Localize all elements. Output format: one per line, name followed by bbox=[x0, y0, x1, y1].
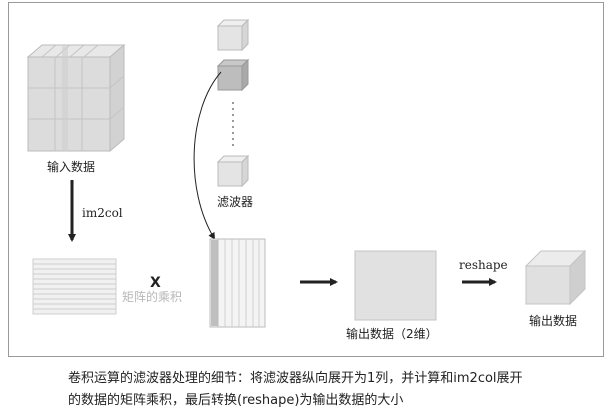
filter-cube-2 bbox=[216, 58, 250, 92]
multiply-mark: X bbox=[150, 275, 161, 291]
input-data-cube bbox=[26, 43, 126, 153]
im2col-label: im2col bbox=[82, 206, 123, 220]
filter-unroll-arrow bbox=[193, 71, 222, 240]
reshape-label: reshape bbox=[459, 258, 508, 272]
input-matrix bbox=[32, 258, 117, 315]
input-data-label: 输入数据 bbox=[47, 160, 96, 174]
caption-line-1: 卷积运算的滤波器处理的细节：将滤波器纵向展开为1列，并计算和im2col展开 bbox=[68, 371, 523, 386]
output-2d-matrix bbox=[354, 250, 437, 321]
output-data-label: 输出数据 bbox=[529, 314, 578, 328]
output-2d-label: 输出数据（2维） bbox=[346, 327, 438, 341]
filter-label: 滤波器 bbox=[217, 195, 254, 209]
matmul-label: 矩阵的乘积 bbox=[122, 290, 183, 304]
filter-cube-3 bbox=[216, 154, 250, 188]
caption-line-2: 的数据的矩阵乘积，最后转换(reshape)为输出数据的大小 bbox=[68, 393, 404, 408]
filter-cube-1 bbox=[216, 18, 250, 52]
output-cube bbox=[524, 249, 587, 306]
figure-caption: 卷积运算的滤波器处理的细节：将滤波器纵向展开为1列，并计算和im2col展开 的… bbox=[68, 368, 608, 412]
filter-matrix bbox=[209, 238, 266, 328]
